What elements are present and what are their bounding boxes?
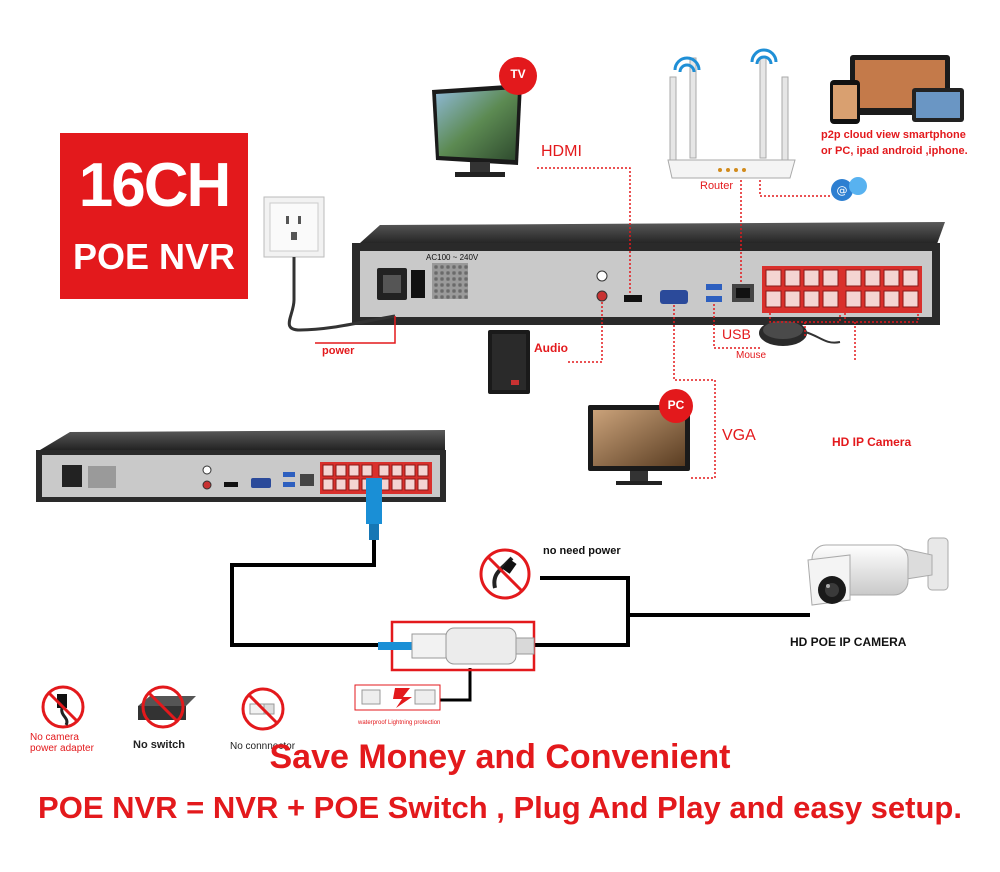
power-connector-line (315, 316, 396, 344)
fan-grill (432, 263, 468, 299)
poe-port (417, 464, 429, 477)
p2p-line2: or PC, ipad android ,iphone. (821, 145, 968, 157)
poe-port (765, 290, 782, 308)
headline: Save Money and Convenient (269, 738, 731, 776)
vga-label: VGA (722, 427, 756, 444)
ip-camera-device (807, 537, 949, 606)
router-device (667, 57, 796, 179)
tv-badge (499, 57, 537, 95)
poe-port (348, 478, 360, 491)
power-switch (411, 270, 425, 298)
poe-port (765, 269, 782, 287)
usb-port-2 (706, 296, 722, 302)
poe-port (404, 464, 416, 477)
badge-channel-count: 16CH (78, 151, 232, 220)
poe-port (883, 269, 900, 287)
poe-port (361, 464, 373, 477)
hdmi-cable-line (537, 167, 631, 295)
pc-badge-label: PC (667, 398, 685, 412)
poe-port (335, 464, 347, 477)
wifi-icon (673, 48, 778, 73)
poe-port (784, 290, 801, 308)
hdmi-port (624, 295, 642, 302)
poe-port (822, 269, 839, 287)
p2p-line1: p2p cloud view smartphone (821, 129, 966, 141)
poe-port (864, 269, 881, 287)
waterproof-connector-image (354, 684, 441, 711)
poe-port (335, 478, 347, 491)
no-power-adapter-icon (479, 548, 531, 600)
product-badge: 16CH POE NVR (60, 133, 248, 299)
no-switch-icon (138, 685, 196, 729)
poe-port (322, 464, 334, 477)
usb-port-1 (706, 284, 722, 290)
badge-product-type: POE NVR (72, 236, 236, 277)
nvr-power-rating-label: AC100 ~ 240V (426, 253, 479, 262)
waterproof-label: waterproof Lightning protection (358, 720, 441, 726)
no-connector-label: No connnector (230, 741, 296, 752)
poe-port (322, 478, 334, 491)
no-switch-label: No switch (133, 739, 185, 751)
poe-port (784, 269, 801, 287)
poe-port (864, 290, 881, 308)
speaker-device (488, 330, 530, 394)
tv-badge-label: TV (510, 67, 526, 81)
poe-port (902, 269, 919, 287)
cloud-app-icon: @ (831, 177, 867, 201)
audio-out-port (596, 290, 608, 302)
poe-port (822, 290, 839, 308)
poe-cable-to-camera (535, 576, 630, 647)
small-nvr (36, 430, 446, 502)
audio-label: Audio (534, 341, 568, 355)
poe-port (378, 464, 390, 477)
poe-port (803, 269, 820, 287)
usb-label: USB (722, 326, 751, 342)
rj45-plug (366, 478, 382, 540)
hdmi-label: HDMI (541, 143, 582, 160)
power-cable (287, 257, 396, 332)
mouse-label: Mouse (736, 350, 767, 361)
router-cloud-line (759, 180, 830, 197)
mobile-devices-image (830, 55, 964, 124)
waterproof-cable-link (440, 668, 472, 702)
poe-port (404, 478, 416, 491)
poe-port (391, 478, 403, 491)
poe-port (348, 464, 360, 477)
poe-port (845, 290, 862, 308)
no-camera-power-adapter-icon (41, 685, 85, 729)
audio-in-port (596, 270, 608, 282)
hd-ip-camera-label: HD IP Camera (832, 435, 912, 449)
tagline: POE NVR = NVR + POE Switch , Plug And Pl… (38, 790, 962, 825)
poe-port (391, 464, 403, 477)
no-camera-power-adapter-label: No camera power adapter (30, 732, 94, 754)
svg-text:@: @ (837, 184, 848, 197)
router-label: Router (700, 180, 734, 192)
poe-port (902, 290, 919, 308)
mouse-device (759, 320, 841, 346)
hd-poe-camera-label: HD POE IP CAMERA (790, 635, 907, 649)
vga-cable-line (673, 305, 716, 479)
connector-closeup (378, 627, 535, 665)
wall-outlet (263, 196, 325, 258)
pc-badge (659, 389, 693, 423)
audio-cable-line (568, 302, 603, 363)
pc-monitor (588, 389, 693, 485)
poe-bracket-lines (769, 313, 919, 360)
poe-network-cable (230, 540, 380, 647)
power-label: power (322, 345, 355, 357)
poe-port (417, 478, 429, 491)
vga-port (660, 290, 688, 304)
poe-port (883, 290, 900, 308)
usb-cable-line (713, 304, 760, 349)
poe-port (803, 290, 820, 308)
main-nvr (352, 222, 945, 325)
poe-port (845, 269, 862, 287)
no-connector-icon (241, 687, 285, 731)
no-need-power-label: no need power (543, 545, 621, 557)
tv-device (432, 57, 537, 177)
